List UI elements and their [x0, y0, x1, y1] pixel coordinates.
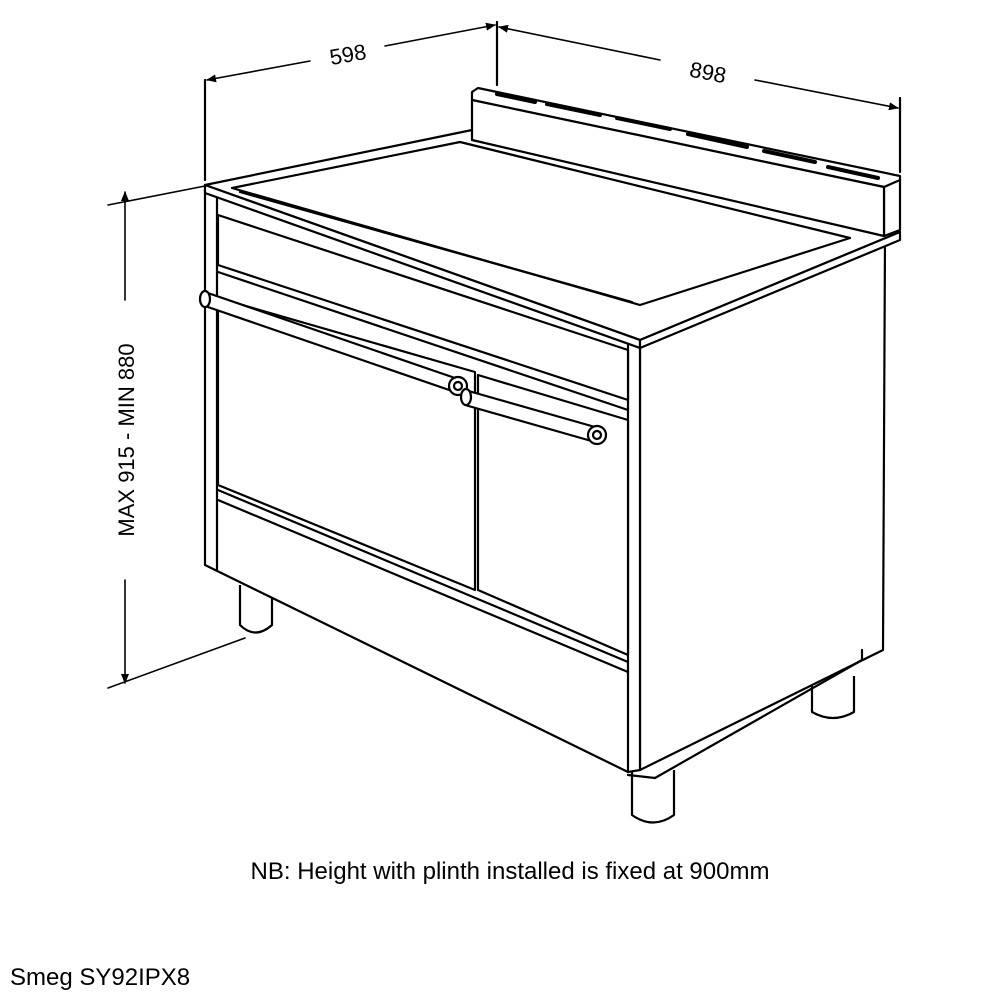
right-oven-door: [476, 373, 630, 657]
feet: [238, 585, 856, 824]
height-dimension: MAX 915 - MIN 880: [107, 185, 246, 689]
width-dimension: 598: [203, 20, 499, 182]
vent-slots: [495, 92, 880, 180]
depth-label: 898: [687, 57, 728, 89]
width-label: 598: [328, 39, 369, 70]
height-label: MAX 915 - MIN 880: [114, 343, 139, 536]
foot-front-right: [630, 770, 676, 824]
right-door-handle: [459, 387, 608, 446]
model-name: Smeg SY92IPX8: [10, 964, 191, 991]
foot-back-right: [810, 676, 856, 720]
depth-dimension: 898: [498, 24, 902, 174]
foot-front-left: [238, 585, 274, 634]
height-note: NB: Height with plinth installed is fixe…: [250, 858, 770, 885]
control-panel: [216, 213, 630, 402]
backsplash: [470, 86, 902, 238]
